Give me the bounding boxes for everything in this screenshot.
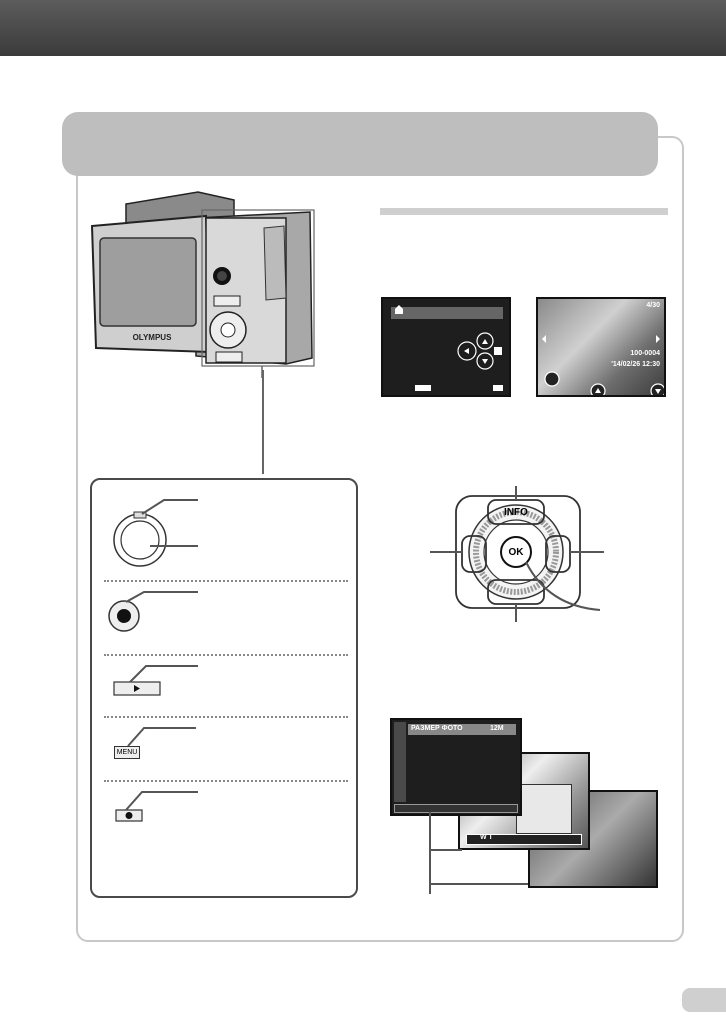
menu-tab-column bbox=[394, 722, 406, 802]
menu-item-label: РАЗМЕР ФОТО bbox=[411, 725, 463, 732]
camera-illustration: OLYMPUS bbox=[90, 191, 315, 378]
header-bar bbox=[0, 0, 726, 56]
flower-thumb bbox=[516, 784, 572, 834]
zoom-shutter-illustration bbox=[113, 499, 198, 567]
zoom-bar-label: W T bbox=[480, 834, 493, 841]
camera-brand-logo: OLYMPUS bbox=[133, 333, 172, 342]
subheading-rule bbox=[380, 208, 668, 215]
menu-callout-line bbox=[127, 727, 196, 747]
playback-button-illustration[interactable] bbox=[104, 660, 204, 700]
section-banner bbox=[62, 112, 658, 176]
menu-bottom-bar bbox=[394, 804, 518, 813]
help-button-illustration[interactable] bbox=[104, 786, 204, 826]
info-button[interactable]: INFO bbox=[504, 507, 528, 518]
ok-button[interactable]: OK bbox=[508, 547, 524, 558]
menu-screen: РАЗМЕР ФОТО 12M bbox=[390, 718, 522, 816]
callout-line bbox=[262, 370, 264, 474]
divider bbox=[104, 780, 348, 782]
menu-button[interactable]: MENU bbox=[114, 746, 140, 759]
page-number-tab bbox=[682, 988, 726, 1012]
frame-counter: 4/30 bbox=[646, 302, 660, 309]
playback-arrows bbox=[542, 335, 664, 395]
playback-screen: 4/30 100-0004 '14/02/26 12:30 bbox=[536, 297, 666, 397]
date-time: '14/02/26 12:30 bbox=[611, 361, 660, 368]
arrow-controls bbox=[395, 305, 503, 391]
divider bbox=[104, 716, 348, 718]
menu-item-value: 12M bbox=[490, 725, 504, 732]
divider bbox=[104, 580, 348, 582]
menu-callout-lines bbox=[429, 812, 528, 894]
menu-highlight[interactable] bbox=[408, 724, 516, 735]
zoom-bar bbox=[466, 834, 582, 845]
divider bbox=[104, 654, 348, 656]
screen-title-bar bbox=[391, 307, 503, 319]
setup-screen bbox=[381, 297, 511, 397]
file-number: 100-0004 bbox=[630, 350, 660, 357]
dpad-diagram bbox=[430, 486, 604, 622]
movie-button-illustration[interactable] bbox=[104, 588, 204, 638]
